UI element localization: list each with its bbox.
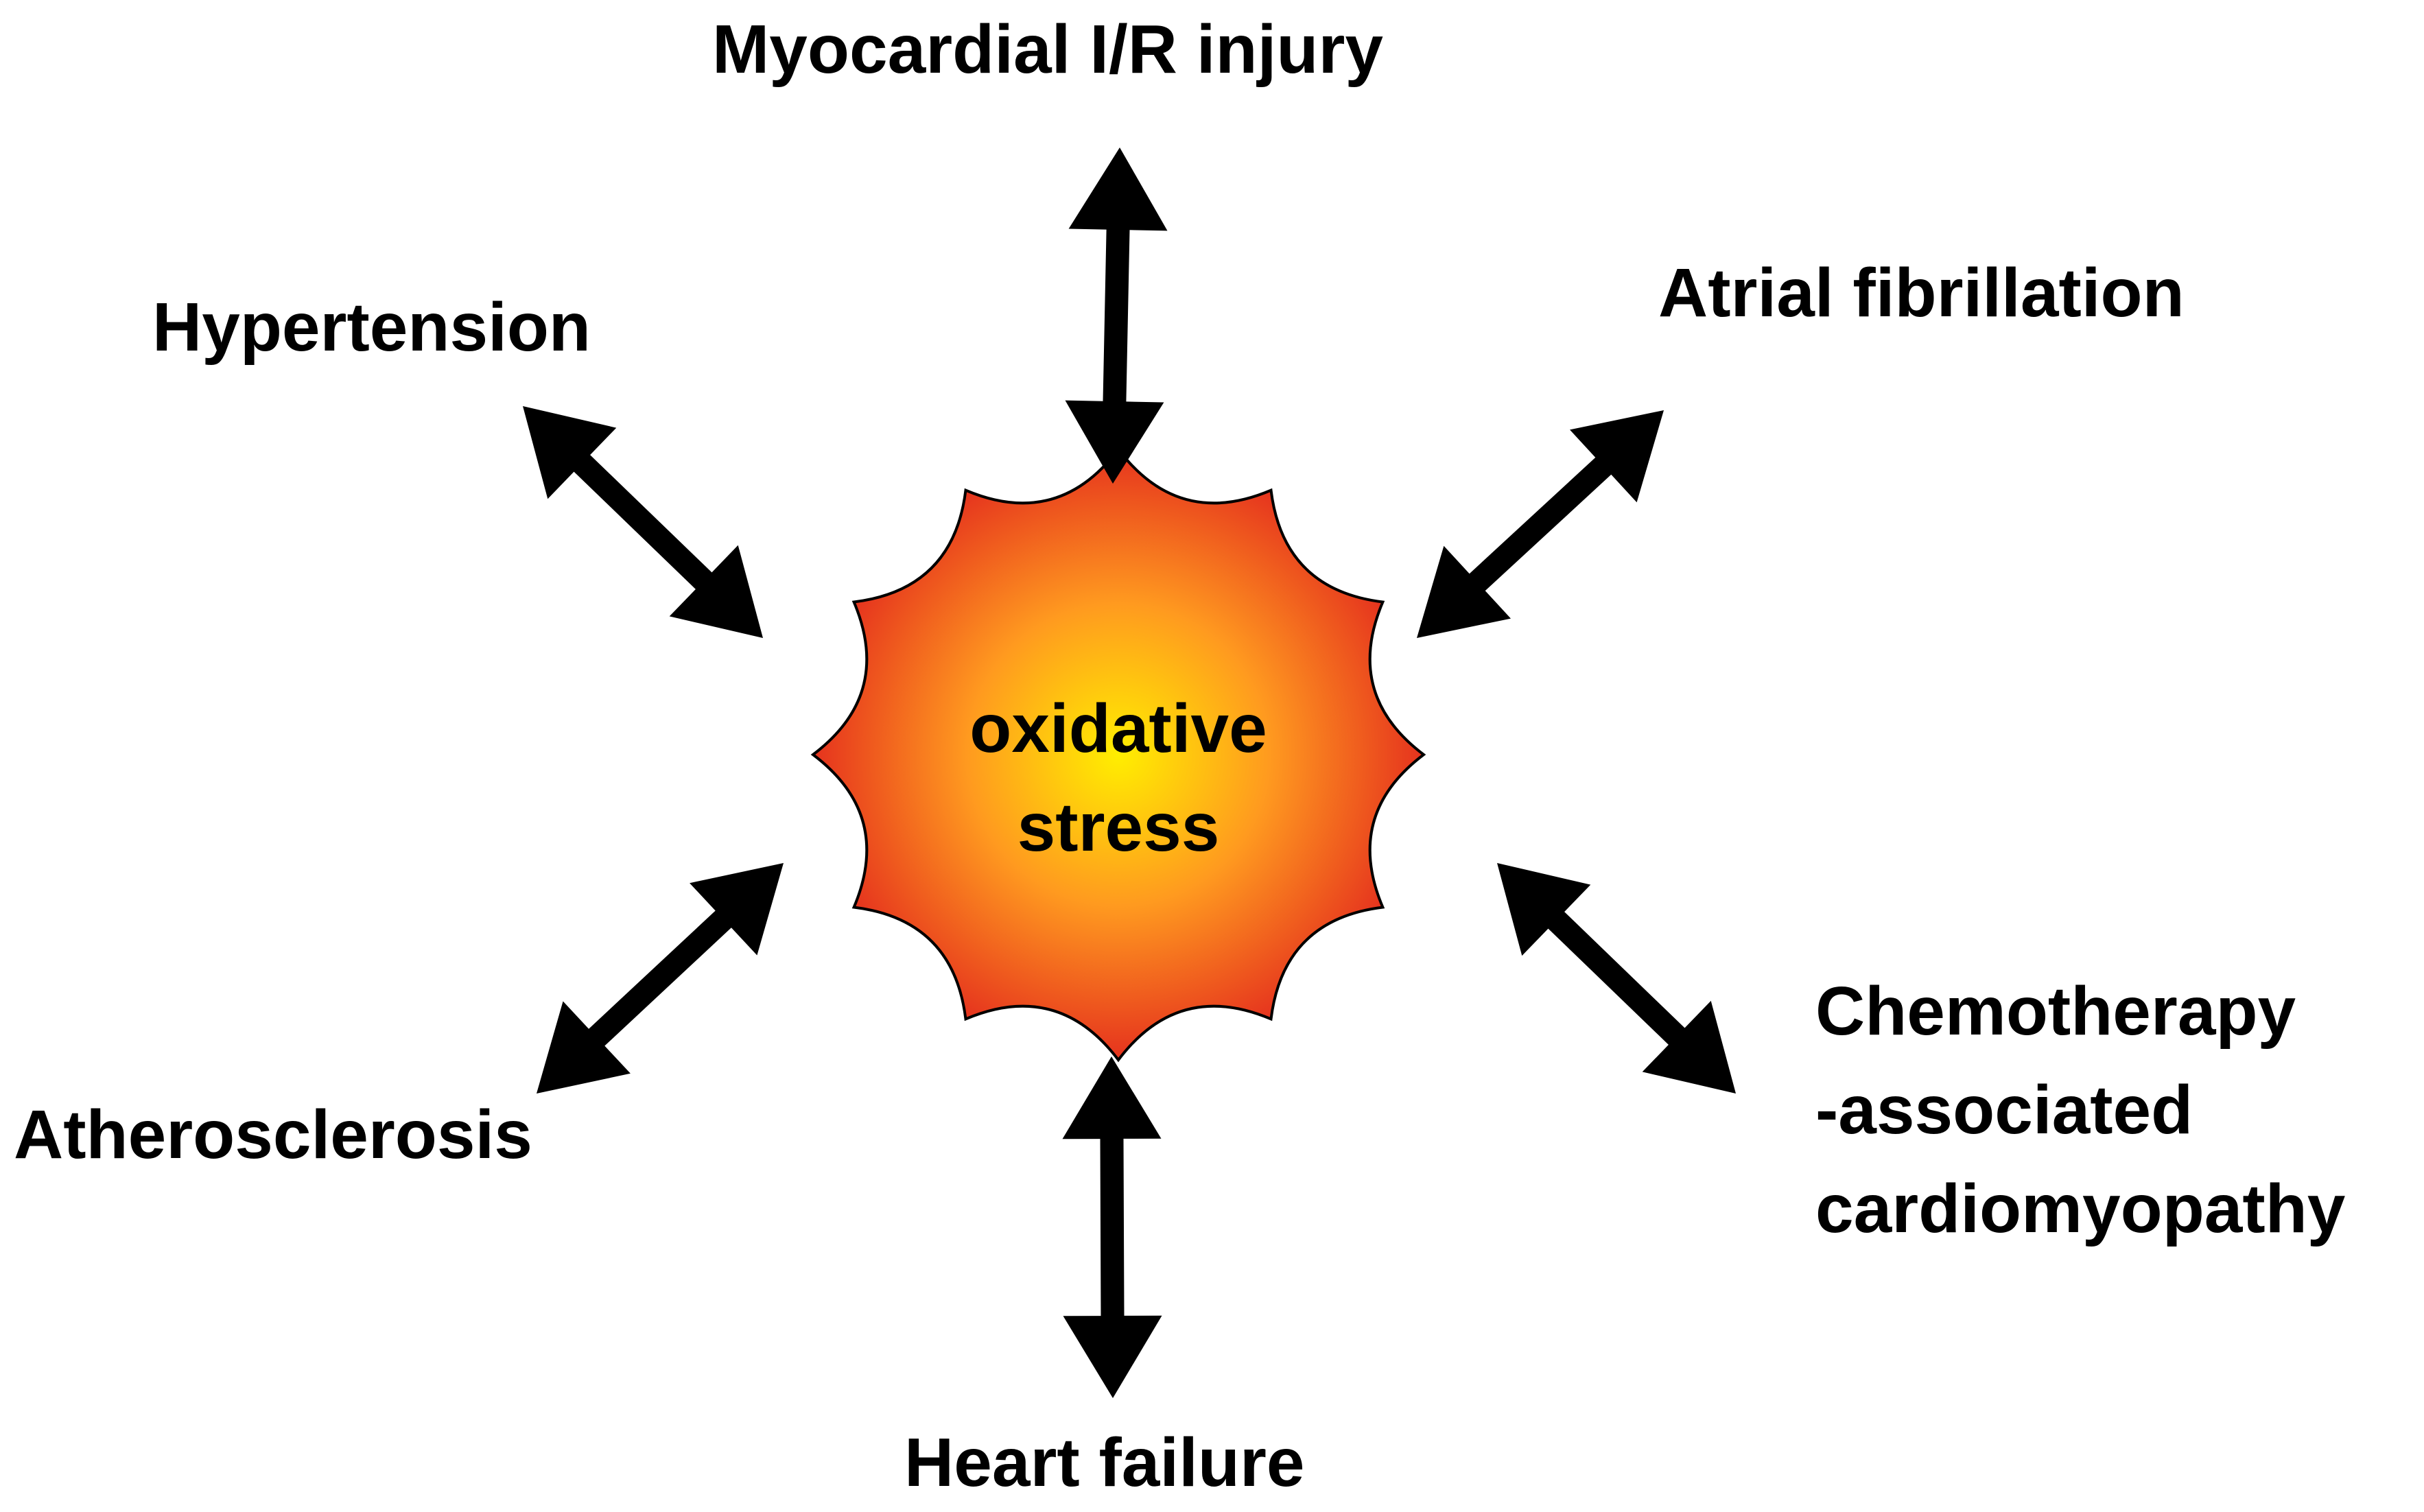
center-label: oxidative stress — [913, 679, 1324, 877]
chemo-line-3: cardiomyopathy — [1815, 1170, 2346, 1247]
oxidative-stress-burst — [810, 447, 1426, 1063]
center-label-line1: oxidative — [969, 690, 1267, 767]
label-atrial-fibrillation: Atrial fibrillation — [1658, 255, 2185, 331]
arrow-myocardial — [1065, 147, 1168, 484]
center-label-line2: stress — [1017, 789, 1220, 866]
arrow-atherosclerosis — [537, 863, 784, 1094]
label-myocardial-ir-injury: Myocardial I/R injury — [712, 11, 1384, 88]
arrow-hypertension — [523, 406, 763, 638]
chemo-line-1: Chemotherapy — [1815, 973, 2296, 1050]
label-atherosclerosis: Atherosclerosis — [14, 1096, 532, 1173]
arrows-group — [523, 147, 1736, 1398]
arrow-atrial — [1417, 410, 1664, 638]
label-hypertension: Hypertension — [152, 289, 591, 366]
arrow-chemotherapy — [1497, 863, 1736, 1094]
chemo-line-2: -associated — [1815, 1072, 2193, 1148]
arrow-heart-failure — [1062, 1056, 1162, 1398]
label-heart-failure: Heart failure — [904, 1424, 1305, 1501]
label-chemotherapy-associated-cardiomyopathy: Chemotherapy -associated cardiomyopathy — [1815, 962, 2345, 1258]
